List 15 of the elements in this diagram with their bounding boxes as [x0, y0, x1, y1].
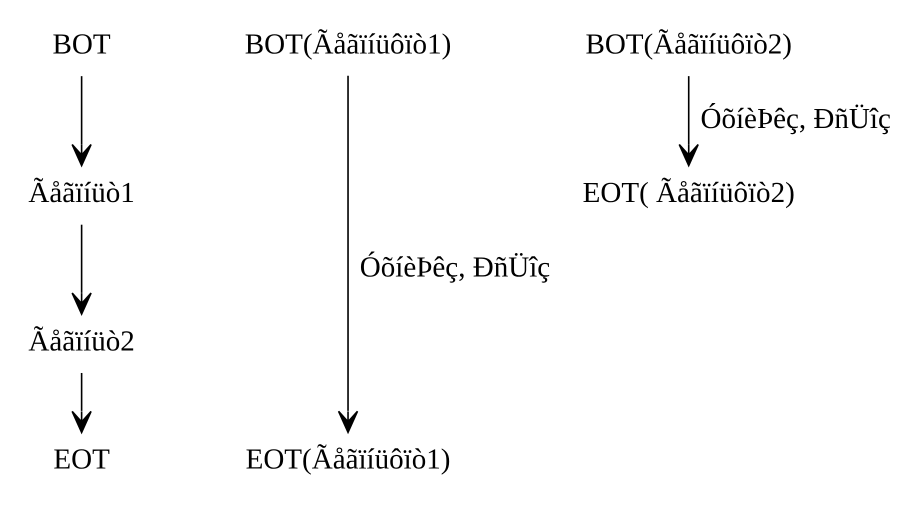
edge-label: ÓõíèÞêç, ÐñÜîç [360, 250, 550, 283]
node-text: BOT(Ãåãïíüôïò1) [244, 28, 452, 60]
node-text: BOT(Ãåãïíüôïò2) [585, 28, 792, 60]
arrow [678, 76, 699, 166]
node-text: BOT [52, 28, 111, 60]
node-text: EOT [53, 443, 110, 476]
arrow [71, 224, 92, 314]
node-text: EOT(Ãåãïíüôïò1) [246, 443, 450, 476]
arrow [71, 76, 92, 166]
arrow [338, 75, 358, 433]
edge-label: ÓõíèÞêç, ÐñÜîç [700, 102, 891, 134]
arrow [71, 372, 92, 433]
node-text: Ãåãïíüò1 [28, 176, 135, 209]
node-text: Ãåãïíüò2 [28, 325, 135, 358]
node-text: EOT( Ãåãïíüôïò2) [582, 176, 795, 209]
